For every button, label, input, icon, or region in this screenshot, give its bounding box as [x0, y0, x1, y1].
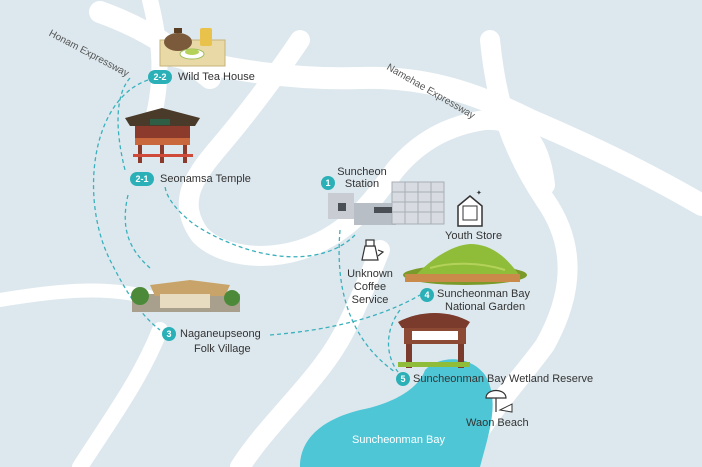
national-garden-illustration — [403, 244, 527, 285]
badge-5: 5 — [396, 372, 410, 386]
badge-4: 4 — [420, 288, 434, 302]
east-road — [450, 30, 578, 467]
national-garden-label-line1[interactable]: Suncheonman Bay — [437, 288, 530, 300]
beach-illustration — [485, 389, 513, 413]
route-3-to-4 — [269, 294, 421, 336]
southwest-road — [72, 322, 168, 467]
folk-village-illustration — [131, 280, 240, 312]
svg-text:✦: ✦ — [476, 189, 482, 197]
suncheon-station-label[interactable]: Suncheon Station — [337, 166, 387, 190]
youth-store-label[interactable]: Youth Store — [445, 230, 503, 242]
seonamsa-temple-illustration — [125, 108, 200, 163]
coffee-label-line2: Coffee — [353, 281, 387, 293]
wetland-gate-illustration — [398, 313, 470, 368]
wild-tea-house-label[interactable]: Wild Tea House — [178, 71, 255, 83]
suncheon-station-illustration — [328, 181, 445, 225]
wild-tea-house-illustration — [159, 28, 226, 67]
route-3-to-2-1-tail — [124, 194, 151, 269]
seonamsa-temple-label[interactable]: Seonamsa Temple — [160, 173, 251, 185]
folk-village-label-line1[interactable]: Naganeupseong — [180, 328, 261, 340]
waon-beach-label[interactable]: Waon Beach — [466, 417, 529, 429]
badge-2-2: 2-2 — [148, 70, 172, 84]
badge-2-1: 2-1 — [130, 172, 154, 186]
national-garden-label-line2: National Garden — [445, 301, 526, 313]
south-road — [230, 240, 390, 467]
namhae-expressway-road — [159, 44, 702, 216]
coffee-illustration — [361, 239, 385, 261]
coffee-label-line3: Service — [351, 294, 389, 306]
route-1-to-5 — [338, 229, 396, 373]
youth-store-illustration: ✦ — [457, 189, 483, 227]
wetland-reserve-label[interactable]: Suncheonman Bay Wetland Reserve — [413, 373, 594, 385]
folk-village-label-line2: Folk Village — [194, 343, 251, 355]
bay-label: Suncheonman Bay — [352, 434, 445, 446]
badge-3: 3 — [162, 327, 176, 341]
route-2-2-to-3 — [92, 79, 161, 331]
badge-1: 1 — [321, 176, 335, 190]
coffee-label-line1[interactable]: Unknown — [347, 268, 393, 280]
bay-water — [300, 359, 493, 467]
route-1-to-2-1 — [164, 184, 356, 258]
main-curved-road — [178, 30, 555, 266]
